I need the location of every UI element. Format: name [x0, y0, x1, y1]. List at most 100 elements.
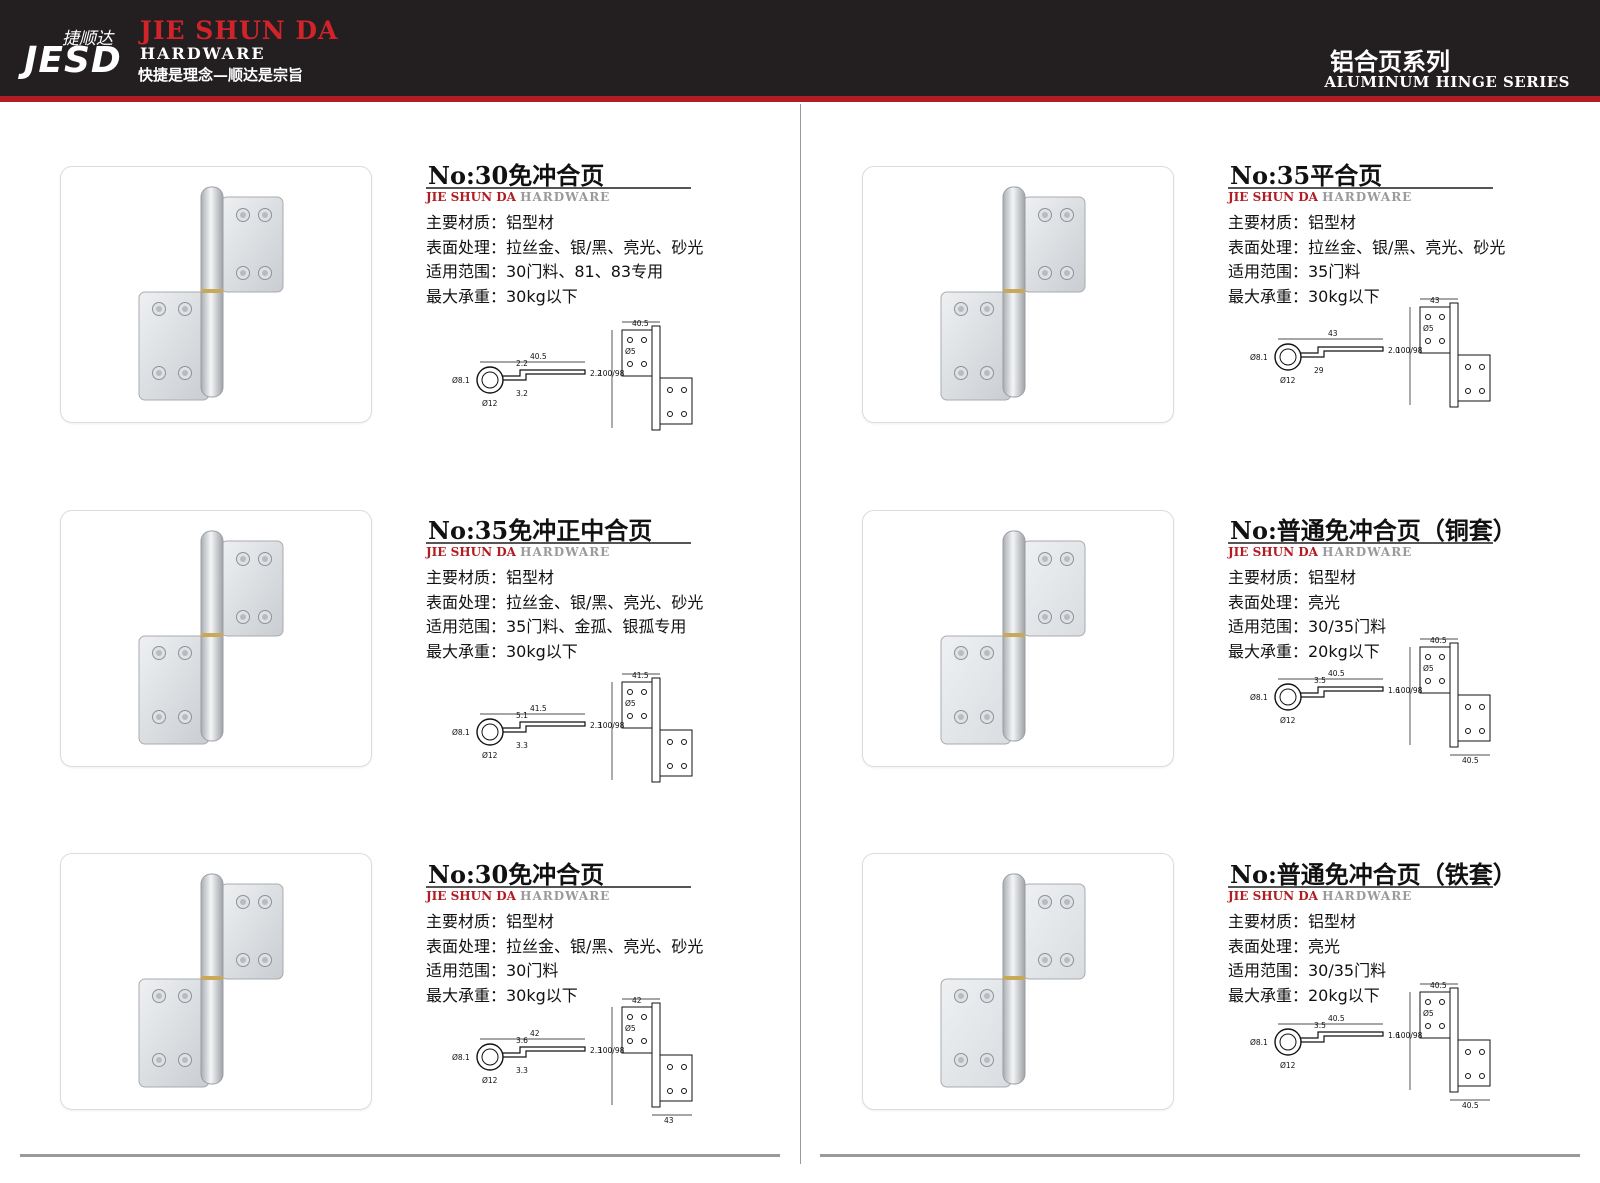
spec-line: 主要材质：铝型材 — [1228, 213, 1357, 232]
spec-line: 表面处理：亮光 — [1228, 592, 1341, 612]
spec-line: 最大承重：20kg以下 — [1228, 985, 1380, 1005]
spec-line: 最大承重：30kg以下 — [426, 286, 578, 306]
spec-line: 表面处理：拉丝金、银/黑、亮光、砂光 — [1228, 237, 1506, 257]
dim-barrel: Ø12 — [1280, 716, 1296, 725]
front-view: 100/98 43 Ø5 — [1396, 296, 1491, 408]
dim-hole: Ø5 — [1423, 664, 1434, 673]
dim-plan-length: 40.5 — [1328, 669, 1345, 678]
dim-thickness: 1.6 — [1388, 686, 1400, 695]
spec-line: 适用范围：30/35门料 — [1228, 961, 1387, 980]
profile-view: 41.5 Ø8.1 Ø12 2.3 5.1 3.3 — [452, 704, 602, 760]
profile-view: 43 Ø8.1 Ø12 2.0 29 — [1250, 329, 1400, 385]
dim-plan-length: 42 — [530, 1029, 540, 1038]
dim-width: 43 — [1430, 296, 1440, 305]
spec-line: 表面处理：亮光 — [1228, 936, 1341, 956]
product-brand-line: JIE SHUN DA HARDWARE — [1228, 886, 1493, 903]
dim-thickness: 2.3 — [590, 1046, 602, 1055]
product-specs: 主要材质：铝型材表面处理：亮光适用范围：30/35门料最大承重：20kg以下 — [1228, 910, 1386, 1008]
series-title-en: ALUMINUM HINGE SERIES — [1324, 73, 1570, 91]
spec-line: 最大承重：20kg以下 — [1228, 641, 1380, 661]
front-view: 100/98 41.5 Ø5 — [598, 671, 693, 783]
product-specs: 主要材质：铝型材表面处理：拉丝金、银/黑、亮光、砂光适用范围：35门料、金孤、银… — [426, 566, 703, 664]
logo-jesd-text: JESD — [24, 40, 122, 81]
technical-drawing: 40.5 Ø8.1 Ø12 2.2 2.2 3.2 100/98 40.5 Ø5 — [452, 319, 693, 431]
product-image-card — [862, 166, 1174, 423]
product-brand-line: JIE SHUN DA HARDWARE — [426, 886, 691, 903]
dim-plan-length: 40.5 — [1328, 1014, 1345, 1023]
dim-width: 42 — [632, 996, 642, 1005]
brand-red-text: JIE SHUN DA — [1228, 190, 1318, 204]
product-image-card — [60, 166, 372, 423]
technical-drawing: 41.5 Ø8.1 Ø12 2.3 5.1 3.3 100/98 41.5 Ø5 — [452, 671, 693, 783]
product-title: No:普通免冲合页（铜套） — [1230, 516, 1517, 545]
brand-red-text: JIE SHUN DA — [426, 190, 516, 204]
brand-gray-text: HARDWARE — [1322, 545, 1413, 559]
dim-hole: Ø5 — [1423, 324, 1434, 333]
dim-gap: 2.2 — [516, 359, 528, 368]
brand-red-text: JIE SHUN DA — [426, 889, 516, 903]
spec-line: 适用范围：30门料 — [426, 961, 559, 980]
brand-red-text: JIE SHUN DA — [1228, 889, 1318, 903]
product-specs: 主要材质：铝型材表面处理：拉丝金、银/黑、亮光、砂光适用范围：30门料、81、8… — [426, 211, 703, 309]
spec-line: 适用范围：30门料、81、83专用 — [426, 262, 664, 281]
logo-chinese-text: 捷顺达 — [62, 29, 113, 49]
dim-hole: Ø5 — [625, 1024, 636, 1033]
spec-line: 主要材质：铝型材 — [1228, 568, 1357, 587]
footer-line-right — [820, 1154, 1580, 1157]
profile-view: 40.5 Ø8.1 Ø12 1.6 3.5 — [1250, 669, 1400, 725]
product-brand-line: JIE SHUN DA HARDWARE — [426, 542, 691, 559]
front-view: 100/98 40.5 Ø5 40.5 — [1396, 981, 1491, 1110]
dim-height: 100/98 — [1396, 1031, 1423, 1040]
spec-line: 主要材质：铝型材 — [1228, 912, 1357, 931]
dim-pin: Ø8.1 — [452, 376, 470, 385]
spec-line: 主要材质：铝型材 — [426, 912, 555, 931]
brand-subtitle: HARDWARE — [140, 44, 266, 63]
spec-line: 表面处理：拉丝金、银/黑、亮光、砂光 — [426, 936, 704, 956]
spec-line: 主要材质：铝型材 — [426, 568, 555, 587]
dim-pin: Ø8.1 — [452, 1053, 470, 1062]
technical-drawing: 40.5 Ø8.1 Ø12 1.6 3.5 100/98 40.5 Ø5 40.… — [1250, 981, 1491, 1110]
profile-view: 40.5 Ø8.1 Ø12 1.6 3.5 — [1250, 1014, 1400, 1070]
brand-gray-text: HARDWARE — [520, 889, 611, 903]
hinge-photo — [138, 186, 284, 401]
product-brand-line: JIE SHUN DA HARDWARE — [426, 187, 691, 204]
dim-width-bottom: 43 — [664, 1116, 674, 1125]
hinge-photo — [138, 873, 284, 1088]
dim-pin: Ø8.1 — [1250, 1038, 1268, 1047]
product-title: No:35平合页 — [1230, 161, 1383, 190]
product-image-card — [862, 510, 1174, 767]
technical-drawing: 42 Ø8.1 Ø12 2.3 3.6 3.3 100/98 42 Ø5 43 — [452, 996, 693, 1125]
product-specs: 主要材质：铝型材表面处理：亮光适用范围：30/35门料最大承重：20kg以下 — [1228, 566, 1386, 664]
technical-drawing: 40.5 Ø8.1 Ø12 1.6 3.5 100/98 40.5 Ø5 40.… — [1250, 636, 1491, 765]
dim-height: 100/98 — [598, 721, 625, 730]
spec-line: 适用范围：35门料、金孤、银孤专用 — [426, 617, 687, 636]
dim-plan-length: 40.5 — [530, 352, 547, 361]
spec-line: 表面处理：拉丝金、银/黑、亮光、砂光 — [426, 592, 704, 612]
product-title: No:30免冲合页 — [428, 161, 605, 190]
dim-pin: Ø8.1 — [452, 728, 470, 737]
product-image-card — [60, 510, 372, 767]
dim-width: 40.5 — [632, 319, 649, 328]
dim-step: 29 — [1314, 366, 1324, 375]
hinge-photo — [940, 873, 1086, 1088]
dim-hole: Ø5 — [625, 699, 636, 708]
front-view: 100/98 40.5 Ø5 — [598, 319, 693, 431]
spec-line: 适用范围：35门料 — [1228, 262, 1361, 281]
dim-width: 41.5 — [632, 671, 649, 680]
profile-view: 42 Ø8.1 Ø12 2.3 3.6 3.3 — [452, 1029, 602, 1085]
dim-height: 100/98 — [598, 369, 625, 378]
brand-slogan: 快捷是理念—顺达是宗旨 — [138, 66, 304, 84]
brand-red-text: JIE SHUN DA — [426, 545, 516, 559]
spec-line: 主要材质：铝型材 — [426, 213, 555, 232]
dim-thickness: 2.2 — [590, 369, 602, 378]
hinge-photo — [940, 530, 1086, 745]
dim-thickness: 2.0 — [1388, 346, 1400, 355]
brand-red-text: JIE SHUN DA — [1228, 545, 1318, 559]
dim-height: 100/98 — [1396, 686, 1423, 695]
product-specs: 主要材质：铝型材表面处理：拉丝金、银/黑、亮光、砂光适用范围：30门料最大承重：… — [426, 910, 703, 1008]
dim-step: 3.2 — [516, 389, 528, 398]
brand-gray-text: HARDWARE — [1322, 190, 1413, 204]
spec-line: 适用范围：30/35门料 — [1228, 617, 1387, 636]
dim-width-bottom: 40.5 — [1462, 756, 1479, 765]
spec-line: 最大承重：30kg以下 — [426, 641, 578, 661]
